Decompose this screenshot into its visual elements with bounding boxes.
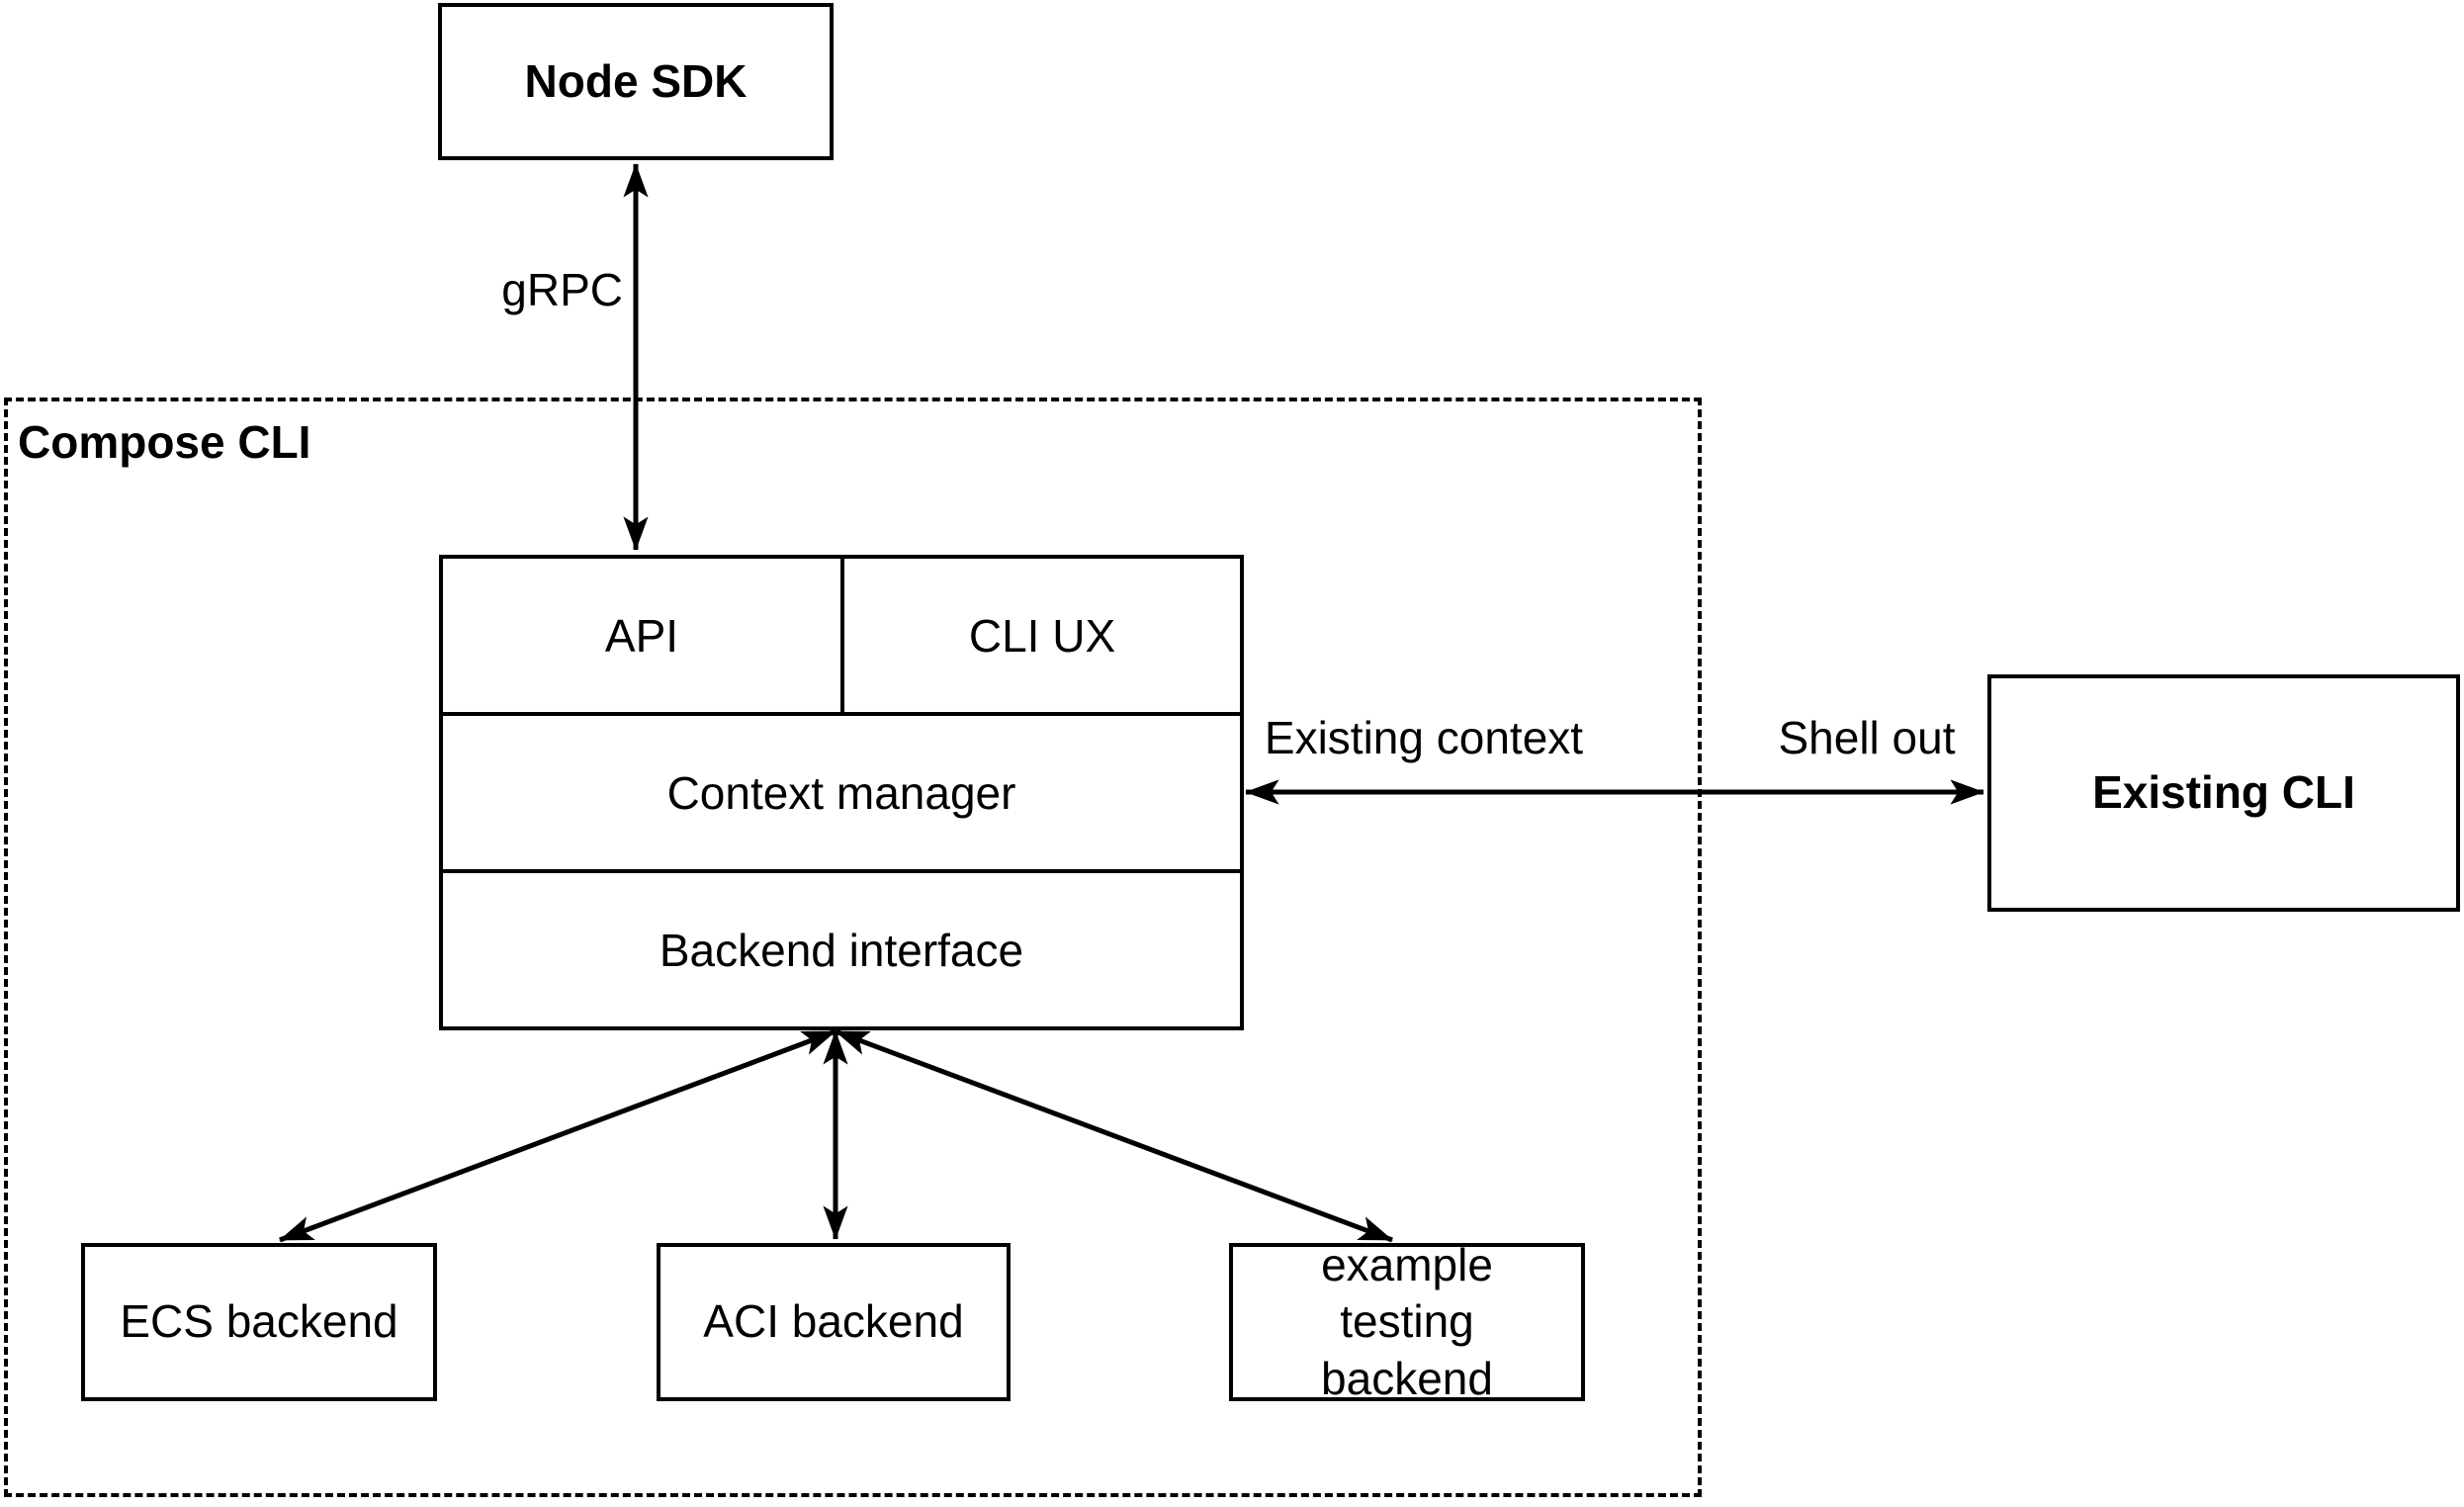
context-manager-cell: Context manager xyxy=(443,716,1240,869)
aci-backend-box: ACI backend xyxy=(657,1243,1011,1401)
node-sdk-label: Node SDK xyxy=(524,54,748,107)
backend-interface-cell: Backend interface xyxy=(443,873,1240,1026)
cli-ux-label: CLI UX xyxy=(968,609,1116,662)
compose-cli-label: Compose CLI xyxy=(18,416,311,468)
stack-row-bottom: Backend interface xyxy=(443,869,1240,1026)
compose-cli-stack-box: API CLI UX Context manager Backend inter… xyxy=(439,555,1244,1030)
api-cell: API xyxy=(443,559,844,712)
example-testing-backend-box: example testing backend xyxy=(1229,1239,1585,1404)
stack-row-top: API CLI UX xyxy=(443,559,1240,712)
api-label: API xyxy=(604,609,679,662)
existing-context-edge-label: Existing context xyxy=(1264,712,1584,763)
node-sdk-box: Node SDK xyxy=(438,3,834,160)
shell-out-edge-label: Shell out xyxy=(1778,712,1956,763)
existing-cli-label: Existing CLI xyxy=(2092,766,2355,819)
context-manager-label: Context manager xyxy=(666,766,1016,819)
backend-to-example-testing-arrow xyxy=(835,1028,1393,1243)
compose-cli-container: Compose CLI xyxy=(4,398,1702,1497)
example-testing-backend-label: example testing backend xyxy=(1321,1238,1493,1404)
cli-ux-cell: CLI UX xyxy=(844,559,1240,712)
backend-interface-label: Backend interface xyxy=(659,924,1024,976)
grpc-edge-label: gRPC xyxy=(501,264,623,315)
ecs-backend-box: ECS backend xyxy=(81,1243,437,1401)
stack-row-middle: Context manager xyxy=(443,712,1240,869)
ecs-backend-label: ECS backend xyxy=(120,1295,398,1348)
backend-to-ecs-arrow xyxy=(279,1028,836,1243)
aci-backend-label: ACI backend xyxy=(703,1295,964,1348)
existing-cli-box: Existing CLI xyxy=(1987,674,2460,912)
